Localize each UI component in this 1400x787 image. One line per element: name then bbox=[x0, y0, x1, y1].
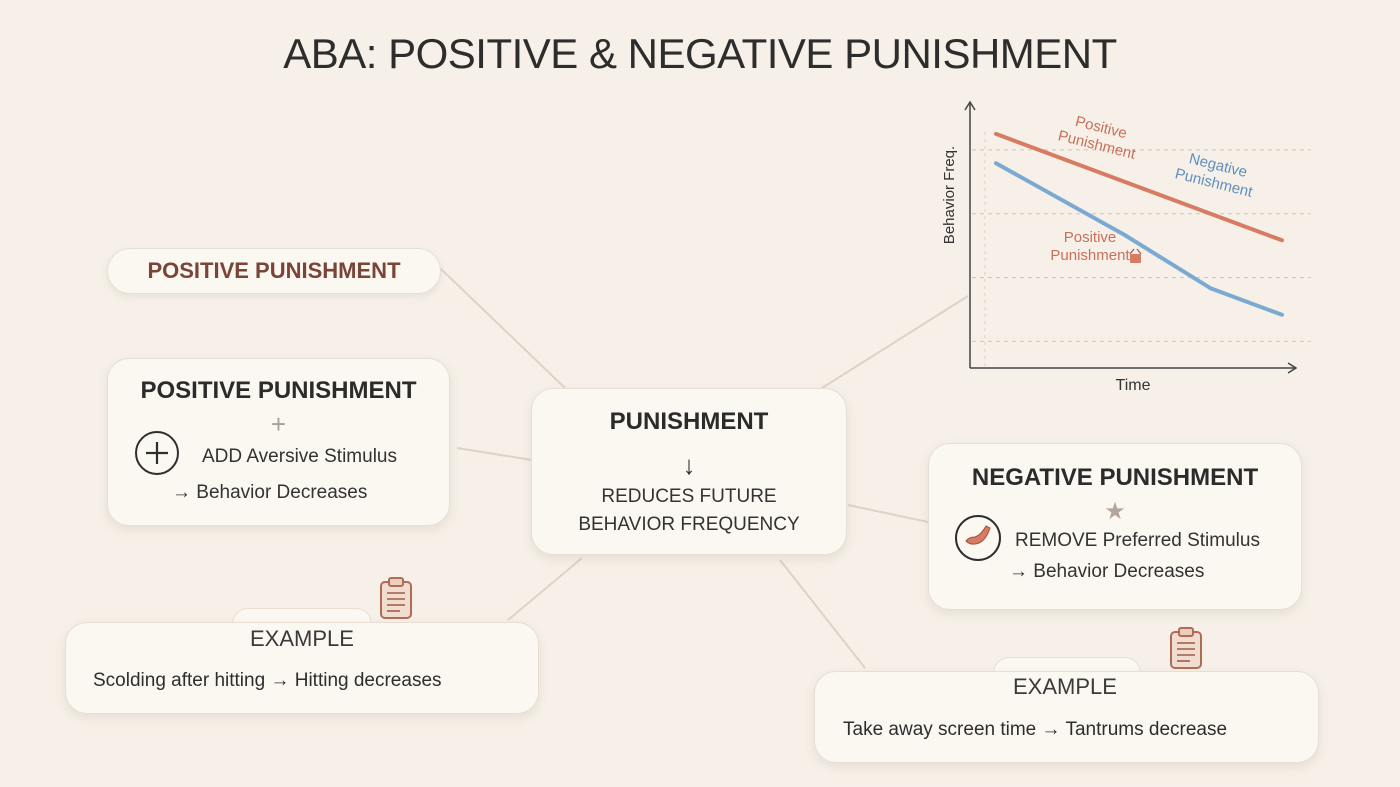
down-arrow-icon: ↓ bbox=[682, 450, 696, 480]
connector-chart bbox=[821, 295, 969, 389]
connector-pill bbox=[439, 267, 566, 389]
plus-sign: + bbox=[270, 409, 287, 439]
negative-card-line2: → Behavior Decreases bbox=[1009, 561, 1205, 582]
negative-punishment-annotation: NegativePunishment bbox=[1173, 148, 1259, 201]
punishment-line1: REDUCES FUTURE bbox=[601, 486, 777, 507]
star-icon: ★ bbox=[1104, 498, 1126, 525]
clipboard-icon bbox=[1170, 627, 1202, 669]
positive-punishment-line bbox=[994, 131, 1284, 243]
connector-example-left bbox=[507, 557, 583, 621]
example-right-card[interactable] bbox=[814, 671, 1319, 763]
page-title: ABA: POSITIVE & NEGATIVE PUNISHMENT bbox=[283, 30, 1117, 77]
x-axis-arrow bbox=[1287, 362, 1298, 374]
remove-circle-icon bbox=[955, 515, 1001, 561]
connector-negative bbox=[847, 504, 929, 523]
punishment-heading: PUNISHMENT bbox=[609, 408, 769, 435]
example-left-label: EXAMPLE bbox=[250, 626, 354, 651]
x-axis-label: Time bbox=[1116, 377, 1151, 394]
example-left-text: Scolding after hitting → Hitting decreas… bbox=[93, 670, 442, 691]
example-right-text: Take away screen time → Tantrums decreas… bbox=[843, 719, 1228, 740]
negative-punishment-line bbox=[994, 161, 1284, 317]
positive-card-heading: POSITIVE PUNISHMENT bbox=[140, 377, 417, 404]
plus-circle-icon bbox=[135, 431, 179, 475]
negative-card-line1: REMOVE Preferred Stimulus bbox=[1015, 530, 1260, 551]
clipboard-icon bbox=[380, 577, 412, 619]
y-axis-arrow bbox=[964, 100, 976, 111]
positive-punishment-annotation: PositivePunishment bbox=[1056, 110, 1142, 163]
connector-positive bbox=[456, 447, 533, 461]
pill-label: POSITIVE PUNISHMENT bbox=[147, 258, 401, 283]
positive-card-line2: → Behavior Decreases bbox=[172, 482, 368, 503]
negative-punishment-card[interactable]: NEGATIVE PUNISHMENT ★ REMOVE Preferred S… bbox=[928, 443, 1302, 610]
positive-card-line1: ADD Aversive Stimulus bbox=[202, 446, 397, 467]
small-box-flap bbox=[1129, 248, 1142, 255]
positive-punishment-card[interactable]: POSITIVE PUNISHMENT + ADD Aversive Stimu… bbox=[107, 358, 450, 526]
punishment-line2: BEHAVIOR FREQUENCY bbox=[578, 514, 800, 535]
y-axis-label: Behavior Freq. bbox=[941, 146, 958, 244]
negative-card-heading: NEGATIVE PUNISHMENT bbox=[971, 464, 1259, 491]
small-box-icon bbox=[1130, 254, 1141, 263]
positive-punishment-pill[interactable]: POSITIVE PUNISHMENT bbox=[107, 248, 441, 294]
example-right-label: EXAMPLE bbox=[1013, 674, 1117, 699]
punishment-card[interactable]: PUNISHMENT ↓ REDUCES FUTURE BEHAVIOR FRE… bbox=[531, 388, 847, 555]
example-left-card[interactable] bbox=[65, 622, 539, 714]
connector-example-right bbox=[779, 559, 866, 669]
